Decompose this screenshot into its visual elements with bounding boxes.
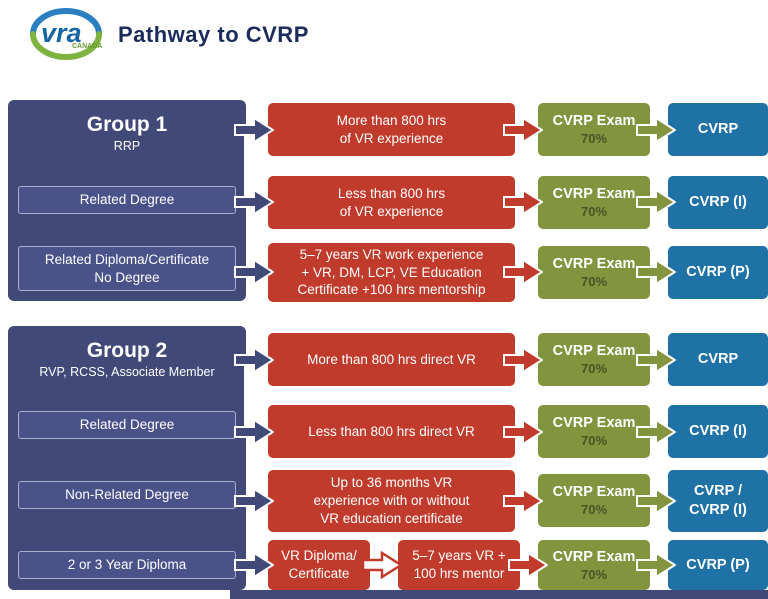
logo-text: vra	[41, 18, 82, 48]
exam-label: CVRP Exam	[552, 343, 636, 359]
g1-row1-result: CVRP	[668, 103, 768, 156]
flow-arrow	[636, 487, 676, 515]
g1-row3-result: CVRP (P)	[668, 246, 768, 299]
group2-entry-non-related-degree: Non-Related Degree	[18, 481, 236, 509]
g2-row2-result: CVRP (I)	[668, 405, 768, 458]
group1-entry-related-degree: Related Degree	[18, 186, 236, 214]
bottom-bar	[230, 590, 768, 599]
exam-score: 70%	[580, 361, 608, 376]
flow-arrow	[636, 418, 676, 446]
flow-arrow	[636, 346, 676, 374]
group2-entry-diploma: 2 or 3 Year Diploma	[18, 551, 236, 579]
flow-arrow	[503, 346, 543, 374]
g2-row1-result: CVRP	[668, 333, 768, 386]
flow-arrow	[508, 551, 548, 579]
group2-subtitle: RVP, RCSS, Associate Member	[39, 365, 215, 379]
group2-title: Group 2	[86, 339, 168, 362]
g1-row1-requirement: More than 800 hrs of VR experience	[268, 103, 515, 156]
g2-row4-result: CVRP (P)	[668, 540, 768, 590]
group1-subtitle: RRP	[113, 139, 141, 153]
exam-score: 70%	[580, 131, 608, 146]
flow-arrow	[503, 188, 543, 216]
flow-arrow	[234, 551, 274, 579]
flow-arrow	[503, 258, 543, 286]
flow-arrow	[234, 418, 274, 446]
cvrp-exam-box: CVRP Exam 70%	[538, 333, 650, 386]
exam-score: 70%	[580, 274, 608, 289]
flow-arrow	[636, 551, 676, 579]
flow-arrow	[234, 258, 274, 286]
cvrp-exam-box: CVRP Exam 70%	[538, 176, 650, 229]
exam-label: CVRP Exam	[552, 484, 636, 500]
cvrp-exam-box: CVRP Exam 70%	[538, 103, 650, 156]
g2-row4-requirement2: 5–7 years VR + 100 hrs mentor	[398, 540, 520, 590]
flow-arrow	[362, 551, 402, 579]
flow-arrow	[636, 116, 676, 144]
g1-row3-requirement: 5–7 years VR work experience + VR, DM, L…	[268, 243, 515, 302]
exam-score: 70%	[580, 502, 608, 517]
group2-box: Group 2 RVP, RCSS, Associate Member Rela…	[8, 326, 246, 590]
connector-line	[244, 129, 247, 203]
g2-row3-requirement: Up to 36 months VR experience with or wi…	[268, 470, 515, 532]
g1-row2-result: CVRP (I)	[668, 176, 768, 229]
flow-arrow	[234, 487, 274, 515]
g2-row2-requirement: Less than 800 hrs direct VR	[268, 405, 515, 458]
cvrp-exam-box: CVRP Exam 70%	[538, 474, 650, 527]
group1-box: Group 1 RRP Related Degree Related Diplo…	[8, 100, 246, 301]
cvrp-exam-box: CVRP Exam 70%	[538, 246, 650, 299]
flow-arrow	[636, 258, 676, 286]
group1-title: Group 1	[86, 113, 168, 136]
g2-row4-requirement: VR Diploma/ Certificate	[268, 540, 370, 590]
connector-line	[244, 359, 247, 432]
group1-entry-diploma: Related Diploma/Certificate No Degree	[18, 246, 236, 291]
g1-row2-requirement: Less than 800 hrs of VR experience	[268, 176, 515, 229]
cvrp-exam-box: CVRP Exam 70%	[538, 405, 650, 458]
exam-label: CVRP Exam	[552, 256, 636, 272]
group2-entry-related-degree: Related Degree	[18, 411, 236, 439]
flow-arrow	[503, 487, 543, 515]
g2-row1-requirement: More than 800 hrs direct VR	[268, 333, 515, 386]
exam-label: CVRP Exam	[552, 186, 636, 202]
exam-label: CVRP Exam	[552, 113, 636, 129]
page-title: Pathway to CVRP	[118, 22, 309, 47]
exam-score: 70%	[580, 566, 608, 582]
logo-subtext: CANADA	[72, 43, 102, 50]
exam-label: CVRP Exam	[552, 415, 636, 431]
flow-arrow	[234, 116, 274, 144]
exam-label: CVRP Exam	[552, 548, 636, 565]
flow-arrow	[234, 188, 274, 216]
vra-canada-logo: vra CANADA	[30, 8, 102, 60]
exam-score: 70%	[580, 433, 608, 448]
g2-row3-result: CVRP / CVRP (I)	[668, 470, 768, 532]
cvrp-exam-box: CVRP Exam 70%	[538, 540, 650, 590]
flow-arrow	[503, 418, 543, 446]
flow-arrow	[636, 188, 676, 216]
flow-arrow	[503, 116, 543, 144]
flow-arrow	[234, 346, 274, 374]
exam-score: 70%	[580, 204, 608, 219]
